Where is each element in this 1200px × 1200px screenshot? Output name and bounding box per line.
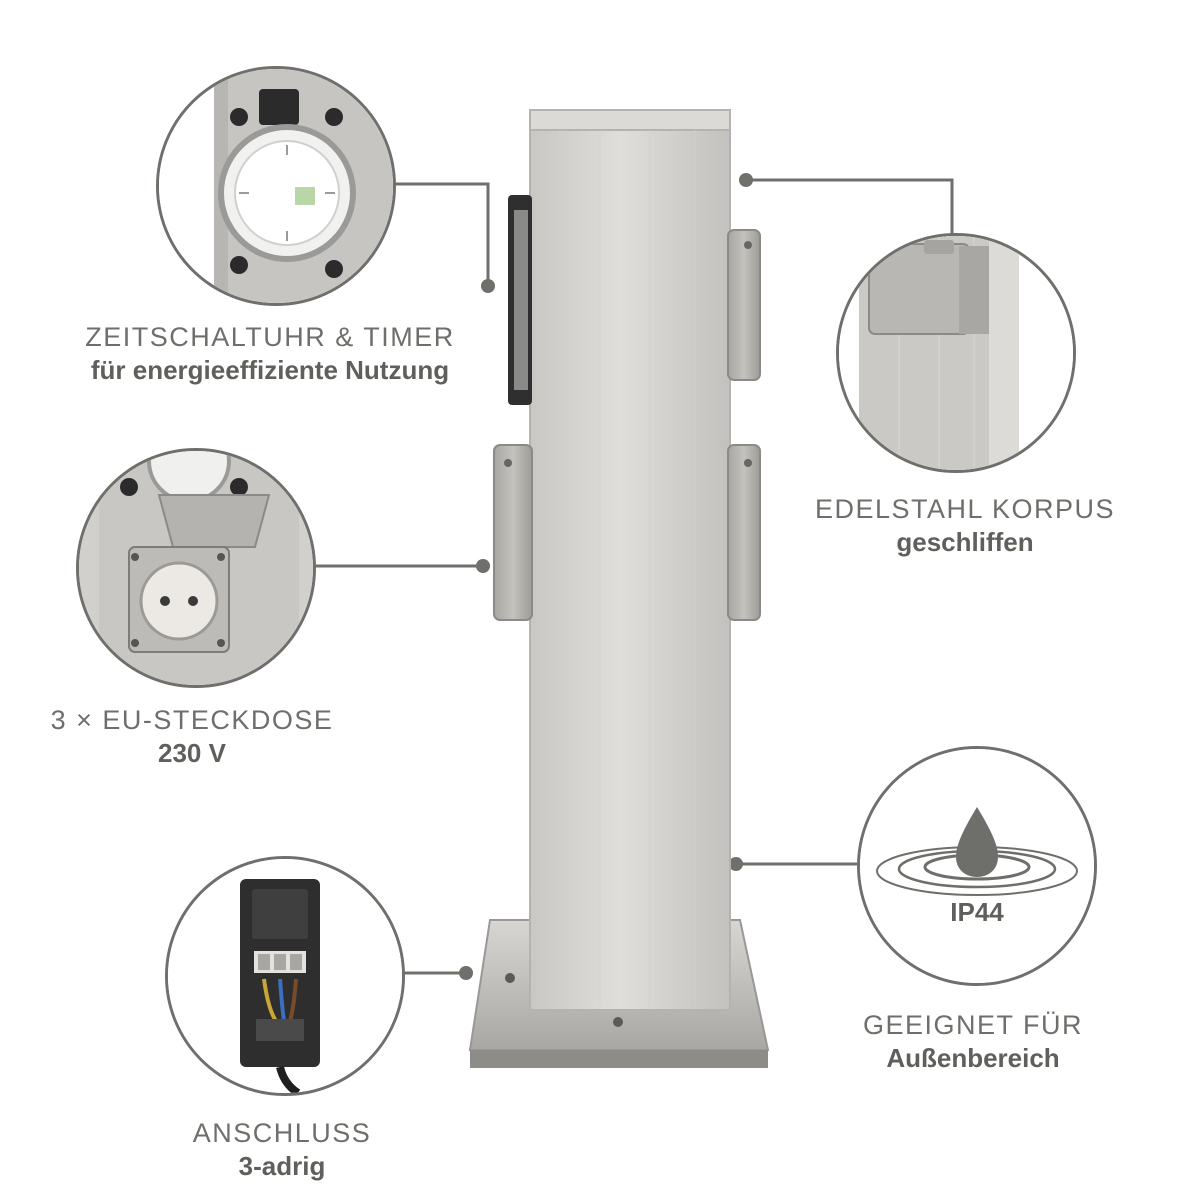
socket-pointer-dot <box>476 559 490 573</box>
body-caption: EDELSTAHL KORPUS geschliffen <box>790 494 1140 558</box>
timer-icon <box>159 69 393 303</box>
timer-detail-circle <box>156 66 396 306</box>
outdoor-caption: GEEIGNET FÜR Außenbereich <box>818 1010 1128 1074</box>
body-caption-subtitle: geschliffen <box>896 527 1034 557</box>
timer-pointer-dot <box>481 279 495 293</box>
ip44-badge: IP44 <box>950 897 1004 927</box>
socket-post-image <box>468 109 770 1068</box>
outdoor-caption-title: GEEIGNET FÜR <box>862 1010 1084 1040</box>
connection-caption: ANSCHLUSS 3-adrig <box>132 1118 432 1182</box>
connection-caption-subtitle: 3-adrig <box>238 1151 326 1181</box>
outdoor-detail-circle: IP44 <box>857 746 1097 986</box>
body-caption-title: EDELSTAHL KORPUS <box>814 494 1116 524</box>
sockets-caption-title: 3 × EU-STECKDOSE <box>50 705 334 735</box>
water-drop-icon <box>860 749 1094 983</box>
timer-caption-subtitle: für energieeffiziente Nutzung <box>90 355 450 385</box>
junction-box-icon <box>168 859 402 1093</box>
connection-detail-circle <box>165 856 405 1096</box>
timer-caption: ZEITSCHALTUHR & TIMER für energieeffizie… <box>60 322 480 386</box>
sockets-caption: 3 × EU-STECKDOSE 230 V <box>22 705 362 769</box>
outdoor-pointer-dot <box>729 857 743 871</box>
steel-body-icon <box>839 236 1073 470</box>
outdoor-caption-subtitle: Außenbereich <box>886 1043 1060 1073</box>
timer-caption-title: ZEITSCHALTUHR & TIMER <box>85 322 455 352</box>
socket-detail-circle <box>76 448 316 688</box>
connection-pointer-dot <box>459 966 473 980</box>
body-pointer-dot <box>739 173 753 187</box>
socket-icon <box>79 451 313 685</box>
body-detail-circle <box>836 233 1076 473</box>
connection-caption-title: ANSCHLUSS <box>192 1118 372 1148</box>
sockets-caption-subtitle: 230 V <box>158 738 226 768</box>
